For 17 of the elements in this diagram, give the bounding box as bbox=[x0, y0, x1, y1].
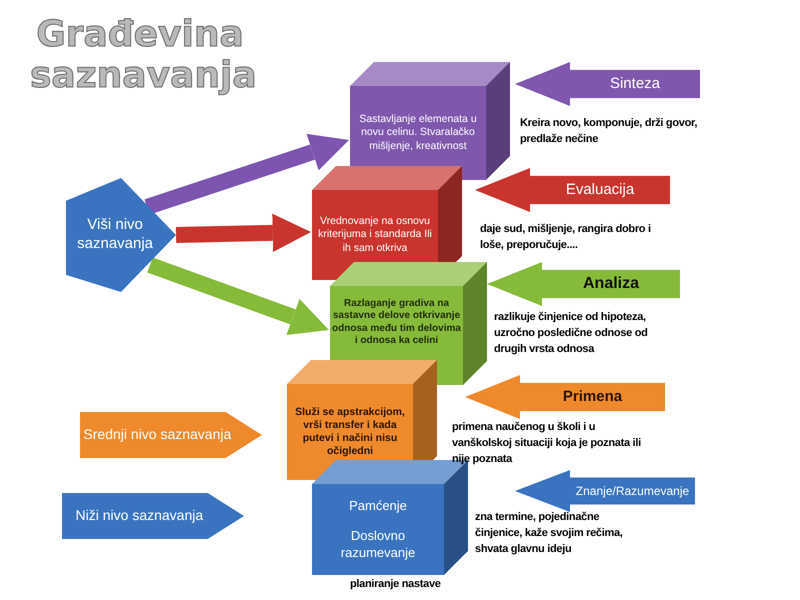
node-text: Viši nivo saznavanja bbox=[76, 216, 154, 254]
description-text: zna termine, pojedinačne činjenice, kaže svojim rečima, shvata glavnu ideju bbox=[475, 510, 624, 557]
description-text: daje sud, mišljenje, rangira dobro i loše, preporučuje.... bbox=[480, 222, 652, 253]
arrow bbox=[176, 214, 311, 252]
arrow-label: Evaluacija bbox=[566, 180, 634, 200]
description-text: Kreira novo, komponuje, drži govor, predlaže nečine bbox=[520, 116, 698, 147]
arrow bbox=[147, 257, 329, 335]
description-text: planiranje nastave bbox=[350, 577, 442, 592]
node-text: Niži nivo saznavanja bbox=[76, 507, 204, 525]
arrow-label: Sinteza bbox=[610, 74, 660, 94]
arrow-label: Primena bbox=[562, 388, 622, 406]
arrow-label: Analiza bbox=[582, 274, 639, 294]
node-text: Srednji nivo saznavanja bbox=[83, 426, 232, 444]
arrow-label: Znanje/Razumevanje bbox=[576, 484, 690, 498]
description-text: razlikuje činjenice od hipoteza, uzročno posledične odnose od drugih vrsta odnosa bbox=[494, 310, 649, 357]
arrow bbox=[144, 134, 349, 215]
description-text: primena naučenog u školi i u vanškolskoj situaciji koja je poznata ili nije poznata bbox=[452, 420, 642, 467]
